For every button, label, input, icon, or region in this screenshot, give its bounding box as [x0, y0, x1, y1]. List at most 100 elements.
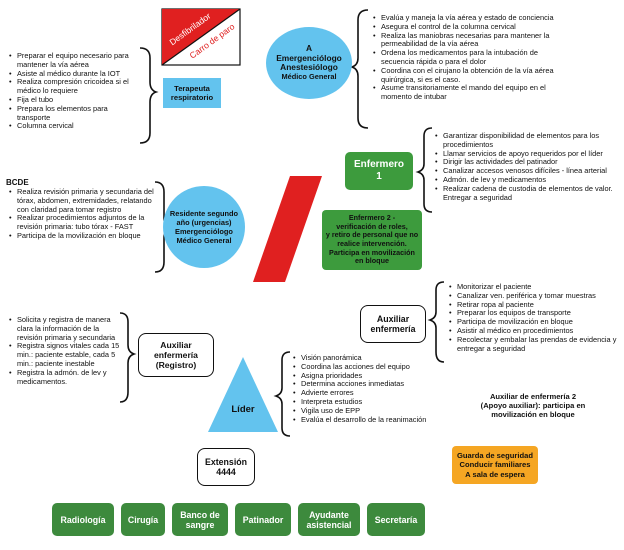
anesthesiologist-line3: Anestesiólogo — [280, 62, 338, 72]
brace-anesthesiologist — [349, 9, 369, 129]
nurse2-line2: verificación de roles, — [336, 221, 408, 231]
therapist-line2: respiratorio — [170, 93, 214, 102]
anesthesiologist-task-item: Ordena los medicamentos para la intubaci… — [373, 48, 556, 67]
security-box: Guarda de seguridad Conducir familiares … — [452, 446, 538, 484]
resident-task-item: Realizar procedimientos adjuntos de la r… — [9, 214, 156, 232]
stretcher-shape — [253, 176, 322, 282]
leader-task-item: Evalúa el desarrollo de la reanimación — [293, 415, 442, 425]
brace-nurse1 — [415, 127, 433, 213]
brace-therapist — [139, 47, 159, 144]
therapist-tasks: Preparar el equipo necesario para manten… — [8, 51, 142, 131]
anesthesiologist-circle: A Emergenciólogo Anestesiólogo Médico Ge… — [266, 27, 352, 99]
leader-task-item: Coordina las acciones del equipo — [293, 362, 442, 372]
nurse1-task-item: Llamar servicios de apoyo requeridos por… — [435, 149, 620, 159]
aux-nursing-task-item: Participa de movilización en bloque — [449, 317, 620, 327]
nurse2-line3: y retiro de personal que no — [325, 230, 419, 240]
aux-registry-line2: enfermería — [154, 349, 198, 360]
leader-task-item: Visión panorámica — [293, 353, 442, 363]
aux-nursing2-line3: movilización en bloque — [491, 410, 575, 420]
service-assistant: Ayudante asistencial — [298, 503, 360, 536]
resident-tasks: Realiza revisión primaria y secundaria d… — [8, 187, 156, 241]
security-line1: Guarda de seguridad — [457, 450, 533, 460]
service-secretary: Secretaría — [367, 503, 425, 536]
aux-nursing-box: Auxiliar enfermería — [360, 305, 426, 343]
nurse2-box: Enfermero 2 - verificación de roles, y r… — [322, 210, 422, 270]
leader-triangle — [208, 357, 278, 432]
nurse1-task-item: Admón. de lev y medicamentos — [435, 175, 620, 185]
therapist-task-item: Columna cervical — [9, 122, 142, 131]
leader-task-item: Advierte errores — [293, 388, 442, 398]
anesthesiologist-line1: A — [305, 43, 313, 54]
anesthesiologist-line4: Médico General — [281, 72, 337, 82]
extension-box: Extensión 4444 — [197, 448, 255, 486]
aux-nursing-task-item: Retirar ropa al paciente — [449, 300, 620, 310]
leader-tasks: Visión panorámicaCoordina las acciones d… — [292, 353, 442, 425]
nurse2-line4: realice intervención. — [337, 239, 407, 248]
anesthesiologist-task-item: Realiza las maniobras necesarias para ma… — [373, 31, 556, 50]
anesthesiologist-task-item: Evalúa y maneja la vía aérea y estado de… — [373, 13, 556, 23]
aux-nursing2-text: Auxiliar de enfermería 2 (Apoyo auxiliar… — [448, 392, 618, 420]
aux-nursing-line2: enfermería — [370, 324, 416, 334]
aux-nursing-tasks: Monitorizar el pacienteCanalizar ven. pe… — [448, 282, 620, 354]
nurse1-task-item: Canalizar accesos venosos difíciles - lí… — [435, 166, 620, 176]
resident-line1: Residente segundo — [169, 209, 239, 218]
therapist-task-item: Prepara los elementos para transporte — [9, 104, 142, 123]
aux-registry-tasks: Solicita y registra de manera clara la i… — [8, 315, 124, 387]
aux-nursing-task-item: Preparar los equipos de transporte — [449, 309, 620, 318]
security-line3: A sala de espera — [465, 469, 525, 479]
therapist-task-item: Asiste al médico durante la IOT — [9, 69, 142, 79]
nurse1-line2: 1 — [376, 171, 382, 182]
aux-nursing-line1: Auxiliar — [376, 313, 410, 324]
resident-task-item: Participa de la movilización en bloque — [9, 231, 156, 241]
anesthesiologist-task-item: Coordina con el cirujano la obtención de… — [373, 66, 556, 85]
anesthesiologist-task-item: Asume transitoriamente el mando del equi… — [373, 84, 556, 102]
nurse1-line1: Enfermero — [353, 159, 404, 170]
nurse1-task-item: Realizar cadena de custodia de elementos… — [435, 184, 620, 203]
resident-line3: Emergenciólogo — [175, 227, 233, 236]
aux-registry-task-item: Registra signos vitales cada 15 min.: pa… — [9, 341, 124, 368]
aux-nursing-task-item: Monitorizar el paciente — [449, 282, 620, 292]
aux-registry-line3: (Registro) — [155, 360, 197, 371]
nurse2-line6: en bloque — [355, 256, 389, 266]
security-line2: Conducir familiares — [459, 460, 531, 470]
anesthesiologist-task-item: Asegura el control de la columna cervica… — [373, 22, 556, 32]
aux-registry-task-item: Solicita y registra de manera clara la i… — [9, 315, 124, 342]
nurse2-line1: Enfermero 2 - — [348, 213, 396, 223]
respiratory-therapist-box: Terapeuta respiratorio — [163, 78, 221, 108]
aux-nursing2-line2: (Apoyo auxiliar): participa en — [480, 401, 586, 411]
bcde-heading: BCDE — [6, 178, 29, 187]
leader-task-item: Interpreta estudios — [293, 397, 442, 407]
nurse2-line5: Participa en movilización — [329, 247, 415, 257]
therapist-task-item: Realiza compresión cricoidea si el médic… — [9, 78, 142, 96]
resident-task-item: Realiza revisión primaria y secundaria d… — [9, 187, 156, 214]
service-radiology: Radiología — [52, 503, 114, 536]
therapist-task-item: Fija el tubo — [9, 95, 142, 105]
service-surgery: Cirugía — [121, 503, 165, 536]
aux-registry-task-item: Registra la admón. de lev y medicamentos… — [9, 368, 124, 387]
nurse1-box: Enfermero 1 — [345, 152, 413, 190]
service-blood-bank: Banco de sangre — [172, 503, 228, 536]
nurse1-task-item: Garantizar disponibilidad de elementos p… — [435, 131, 620, 150]
extension-line1: Extensión — [204, 456, 248, 467]
leader-label: Líder — [231, 404, 255, 415]
resident-line4: Médico General — [176, 236, 232, 245]
brace-aux-registry — [119, 312, 137, 403]
leader-task-item: Determina acciones inmediatas — [293, 380, 442, 389]
therapist-line1: Terapeuta — [174, 84, 210, 93]
nurse1-task-item: Dirigir las actividades del patinador — [435, 158, 620, 167]
aux-nursing-task-item: Recolectar y embalar las prendas de evid… — [449, 335, 620, 354]
leader-task-item: Asigna prioridades — [293, 371, 442, 381]
brace-leader — [273, 351, 291, 437]
brace-aux-nursing — [427, 281, 445, 363]
aux-nursing-task-item: Canalizar ven. periférica y tomar muestr… — [449, 291, 620, 301]
resident-circle: Residente segundo año (urgencias) Emerge… — [163, 186, 245, 268]
aux-registry-box: Auxiliar enfermería (Registro) — [138, 333, 214, 377]
service-runner: Patinador — [235, 503, 291, 536]
anesthesiologist-line2: Emergenciólogo — [276, 52, 342, 63]
therapist-task-item: Preparar el equipo necesario para manten… — [9, 51, 142, 70]
aux-nursing2-line1: Auxiliar de enfermería 2 — [489, 392, 577, 401]
nurse1-tasks: Garantizar disponibilidad de elementos p… — [434, 131, 620, 203]
leader-task-item: Vigila uso de EPP — [293, 406, 442, 416]
aux-nursing-task-item: Asistir al médico en procedimientos — [449, 326, 620, 336]
